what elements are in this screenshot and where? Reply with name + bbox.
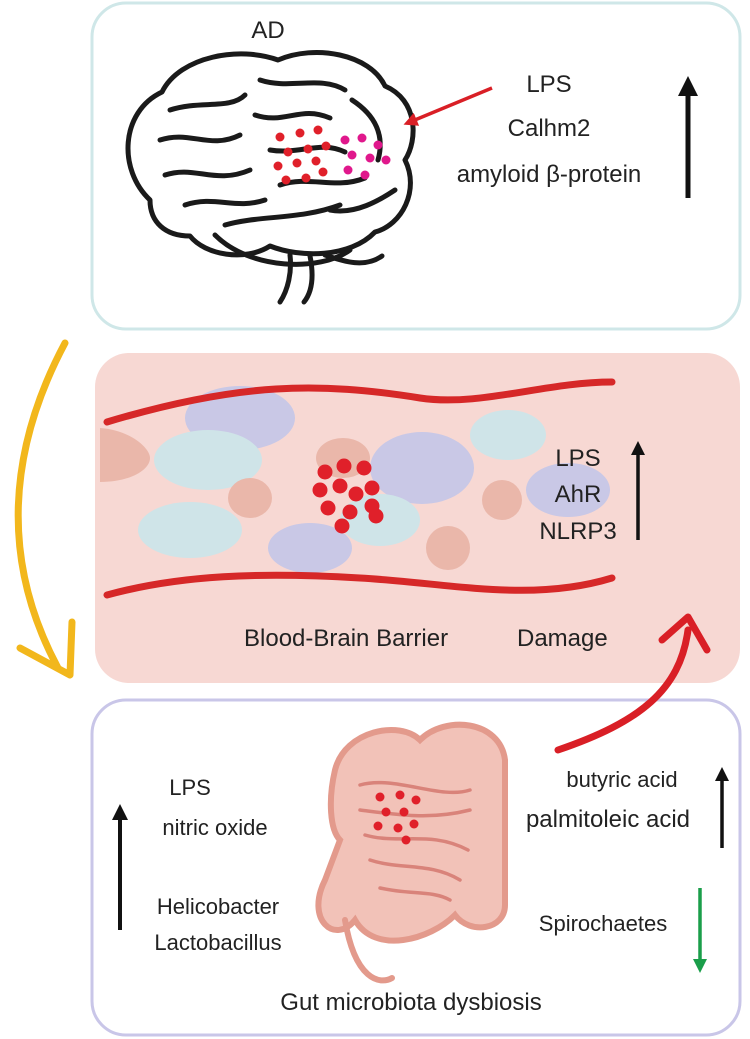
- gut-marker-palmitoleic-acid: palmitoleic acid: [526, 806, 690, 833]
- brain-panel-label: AD: [251, 17, 284, 44]
- brain-marker-lps: LPS: [526, 71, 571, 98]
- vessel-wall-bottom: [103, 571, 616, 599]
- bbb-marker-ahr: AhR: [555, 481, 602, 508]
- gut-marker-lps: LPS: [169, 775, 211, 800]
- vessel-wall-top: [103, 378, 616, 426]
- bbb-marker-lps: LPS: [555, 445, 600, 472]
- intestine-illustration: [315, 721, 508, 984]
- bbb-marker-nlrp3: NLRP3: [539, 518, 616, 545]
- gut-marker-butyric-acid: butyric acid: [566, 767, 677, 792]
- cycle-arrow-gut-to-bbb: [554, 626, 692, 754]
- gut-caption: Gut microbiota dysbiosis: [280, 989, 541, 1016]
- gut-marker-nitric-oxide: nitric oxide: [162, 815, 267, 840]
- brain-pointer-arrow: [403, 86, 493, 126]
- brain-lps-dots: [273, 125, 331, 185]
- bbb-caption-part2: Damage: [517, 625, 608, 652]
- brain-panel: [90, 1, 742, 331]
- gut-lps-dots: [373, 790, 421, 845]
- brain-marker-amyloid: amyloid β-protein: [457, 161, 642, 188]
- gut-marker-spirochaetes: Spirochaetes: [539, 911, 667, 936]
- brain-amyloid-dots: [340, 133, 391, 180]
- brain-illustration: [125, 50, 416, 305]
- cycle-arrow-brain-to-gut-head-icon: [16, 618, 76, 679]
- bbb-caption-part1: Blood-Brain Barrier: [244, 625, 448, 652]
- bbb-lps-dots: [312, 458, 384, 534]
- cycle-arrow-brain-to-gut: [14, 339, 69, 672]
- brain-marker-calhm2: Calhm2: [508, 115, 591, 142]
- gut-marker-lactobacillus: Lactobacillus: [154, 930, 281, 955]
- cycle-arrow-gut-to-bbb-head-icon: [658, 613, 711, 654]
- gut-marker-helicobacter: Helicobacter: [157, 894, 279, 919]
